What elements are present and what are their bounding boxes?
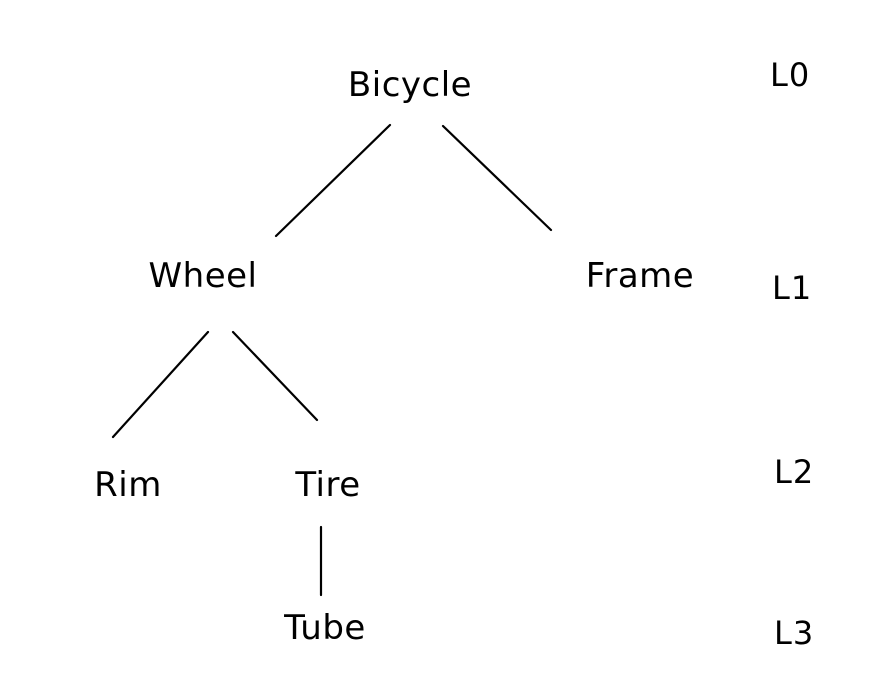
node-frame[interactable]: Frame bbox=[585, 256, 695, 296]
node-rim[interactable]: Rim bbox=[94, 465, 162, 505]
tree-edges bbox=[111, 123, 553, 597]
level-label-l3: L3 bbox=[774, 614, 815, 652]
edge-bicycle-to-wheel bbox=[274, 123, 392, 238]
edge-wheel-to-rim bbox=[111, 330, 210, 439]
node-tube[interactable]: Tube bbox=[284, 608, 366, 648]
level-label-l0: L0 bbox=[770, 56, 811, 94]
edge-bicycle-to-frame bbox=[441, 124, 553, 232]
node-tire[interactable]: Tire bbox=[295, 465, 361, 505]
level-label-l2: L2 bbox=[774, 453, 815, 491]
level-label-l1: L1 bbox=[772, 269, 813, 307]
edge-wheel-to-tire bbox=[231, 330, 319, 422]
node-wheel[interactable]: Wheel bbox=[148, 256, 258, 296]
node-bicycle[interactable]: Bicycle bbox=[347, 65, 473, 105]
